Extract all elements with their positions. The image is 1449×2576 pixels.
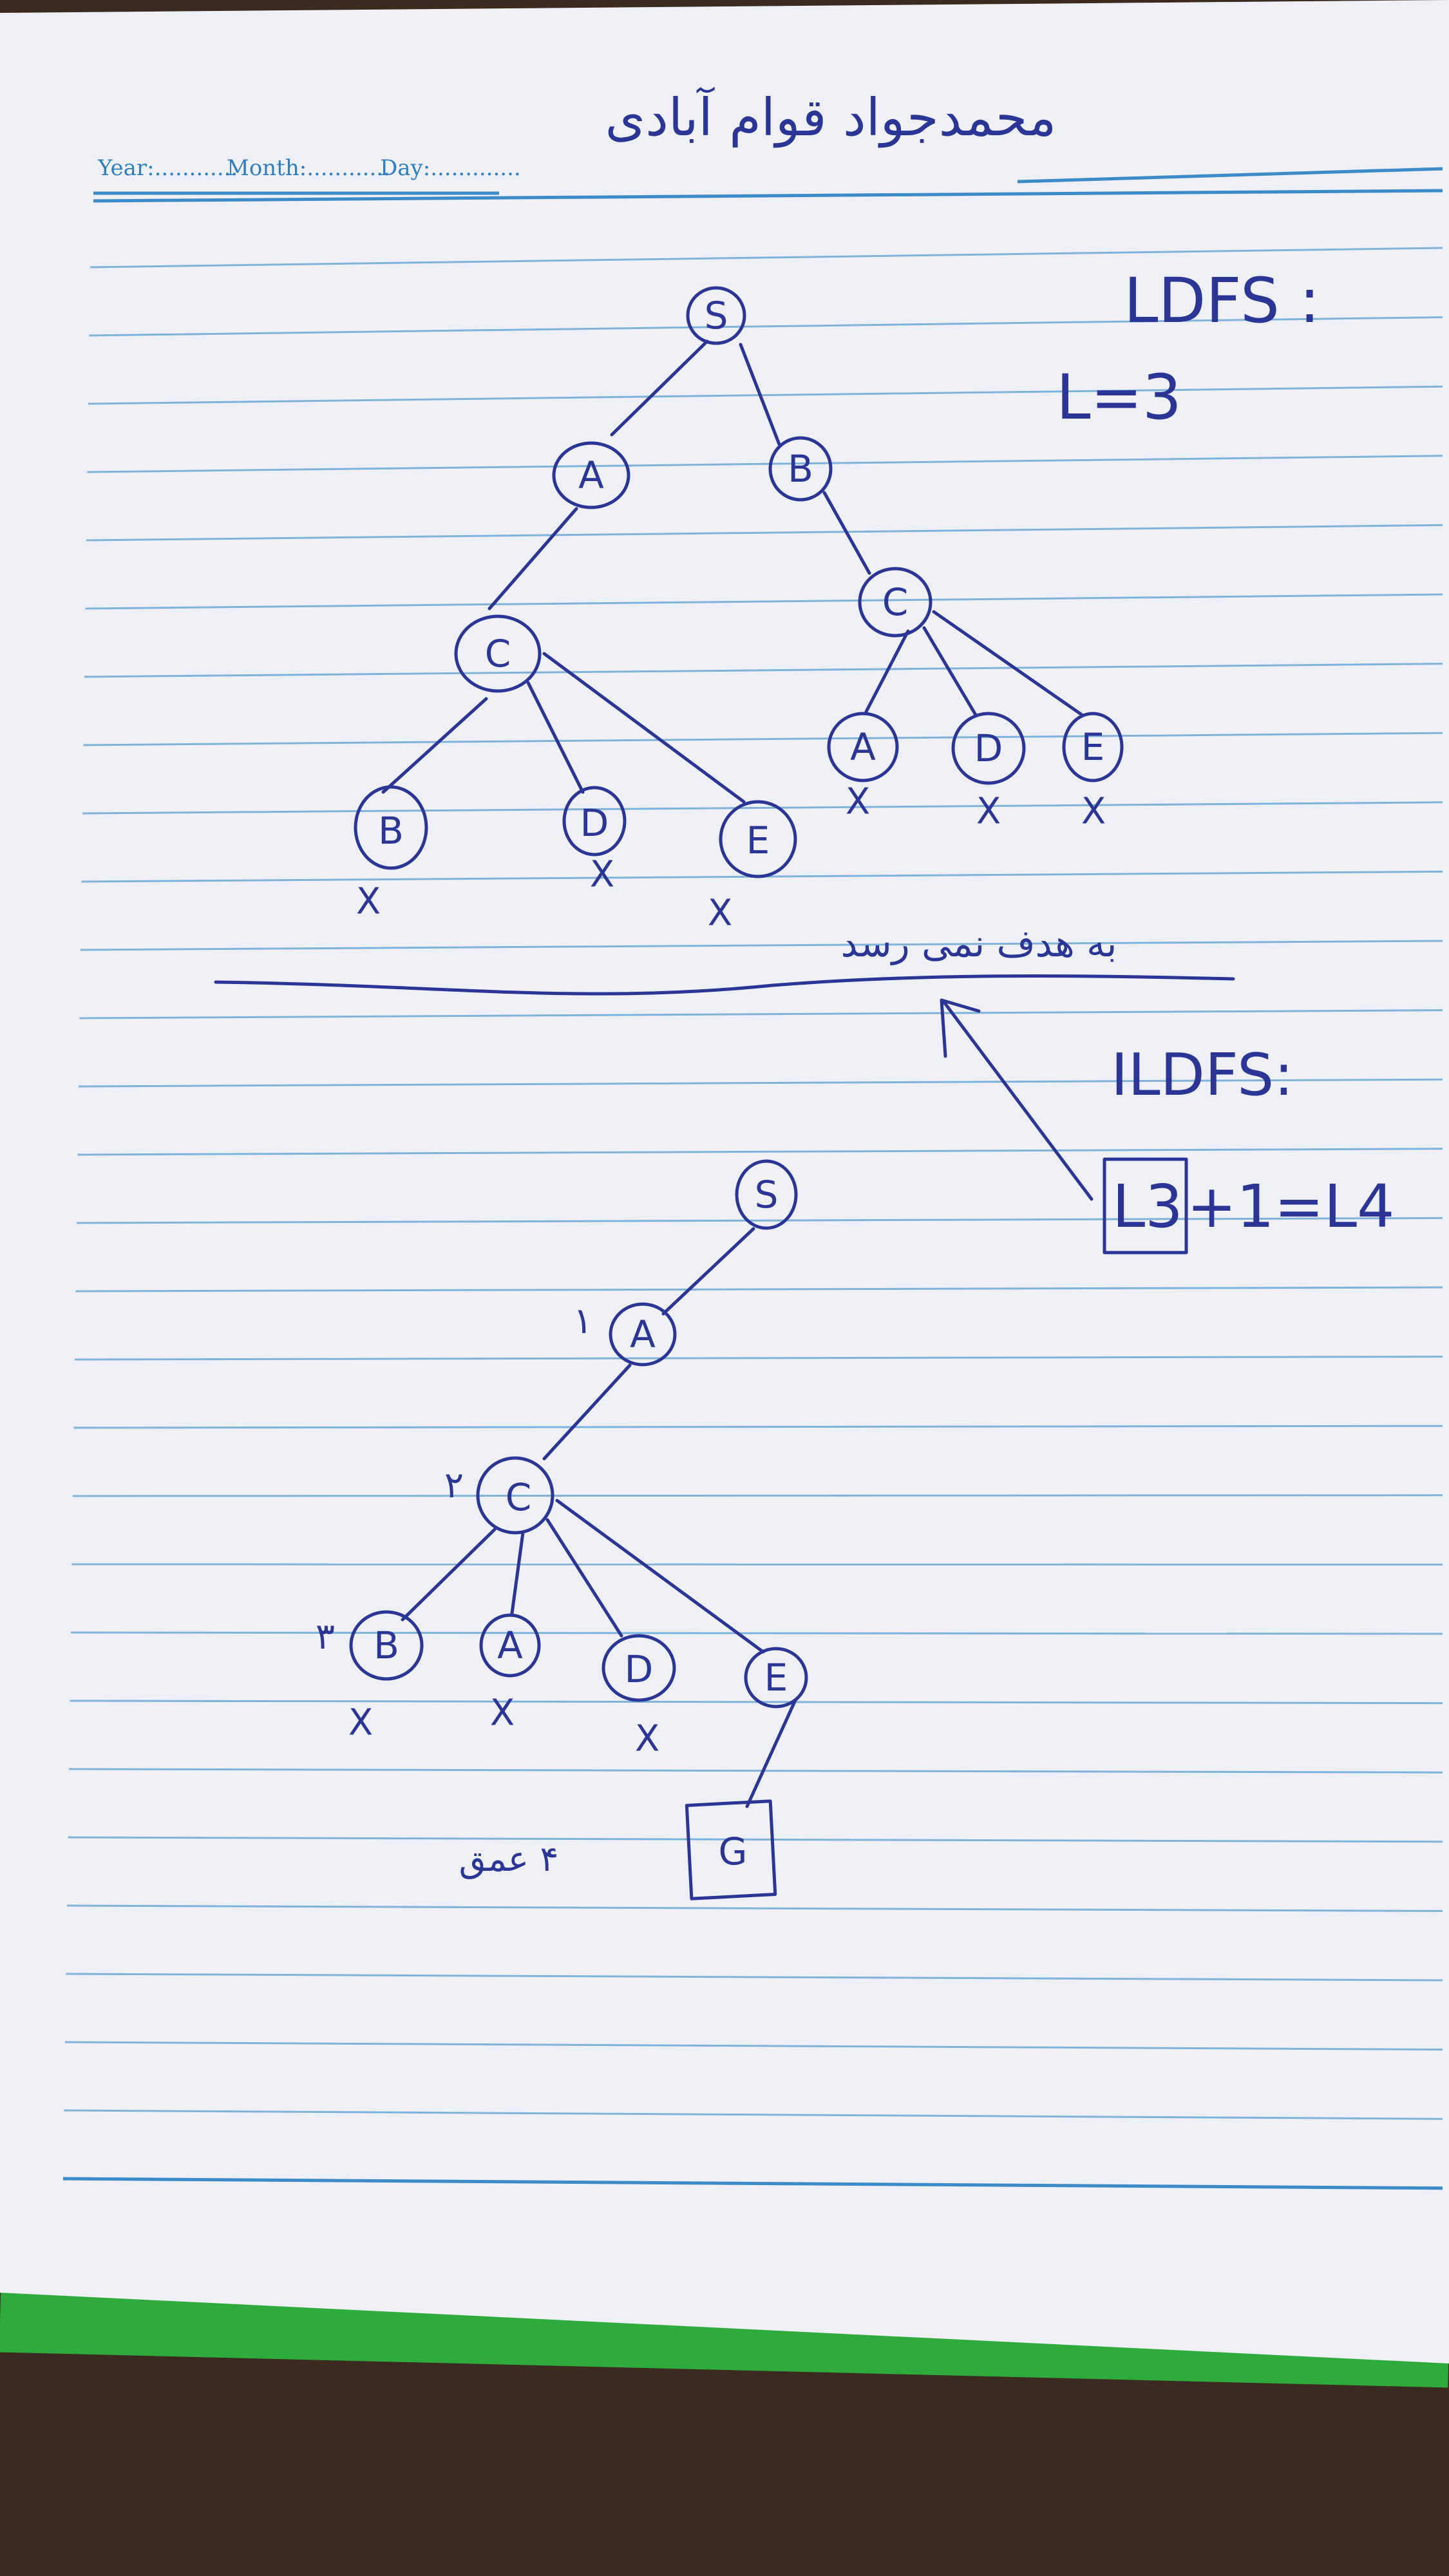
ruled-line (66, 1973, 1443, 1982)
tree2-node-a-leaf: A (497, 1624, 523, 1667)
tree1-node-d-leaf: D (580, 801, 609, 845)
ildfs-formula-boxed: L3 (1112, 1172, 1183, 1241)
ruled-line (62, 2177, 1443, 2190)
author-name: محمدجواد قوام آبادی (605, 86, 1057, 148)
ildfs-tree: S A C B A D E G ١ ٢ ٣ ۴ عمق X X X (316, 1159, 808, 1900)
tree1-fail-mark: X (1081, 791, 1106, 833)
ldfs-tree: S A B C C A D E B D E X X X X X X (354, 286, 1124, 934)
ruled-line (73, 1425, 1443, 1429)
ruled-line (76, 1217, 1443, 1224)
ruled-line (64, 2041, 1443, 2051)
tree1-node-s: S (705, 294, 728, 337)
ldfs-limit: L=3 (1056, 361, 1182, 433)
tree2-node-d: D (625, 1647, 654, 1691)
tree1-node-b: B (788, 447, 813, 491)
ruled-line (70, 1631, 1443, 1635)
tree1-fail-mark: X (976, 791, 1001, 833)
ruled-line (74, 1356, 1443, 1361)
ildfs-formula-rest: +1=L4 (1187, 1172, 1395, 1241)
ruled-line (70, 1700, 1443, 1705)
tree2-node-c: C (506, 1475, 532, 1519)
depth-label-1: ١ (573, 1300, 592, 1342)
arrow (940, 998, 1094, 1201)
tree2-node-g-goal: G (719, 1830, 748, 1873)
ruled-line (89, 316, 1443, 337)
ruled-line (87, 455, 1443, 473)
tree2-node-e: E (764, 1656, 788, 1700)
notebook-page (0, 0, 1449, 2363)
tree1-node-c-right: C (882, 580, 909, 624)
goal-node-box (685, 1799, 777, 1900)
depth-label-2: ٢ (444, 1464, 464, 1506)
tree2-node-b: B (374, 1624, 399, 1667)
depth-label-3: ٣ (316, 1616, 335, 1658)
tree1-node-b-leaf: B (378, 809, 404, 853)
tree2-fail-mark: X (635, 1718, 659, 1760)
ruled-line (68, 1836, 1443, 1843)
ruled-line (90, 247, 1443, 269)
boxed-limit (1103, 1157, 1188, 1255)
year-label: Year:............ (97, 155, 238, 181)
depth-4-label: ۴ عمق (459, 1839, 559, 1880)
page-header: Year:............ Month:............ Day… (93, 86, 1443, 203)
ruled-line (77, 1148, 1443, 1156)
tree2-fail-mark: X (348, 1702, 373, 1744)
day-label: Day:............. (380, 155, 521, 181)
tree1-node-e-child: E (1081, 725, 1105, 769)
ruled-line (78, 1078, 1443, 1088)
ldfs-conclusion: به هدف نمی رسد (841, 922, 1117, 965)
ruled-line (88, 385, 1443, 405)
ruled-lines (62, 247, 1443, 2190)
ruled-line (86, 524, 1443, 542)
tree2-fail-mark: X (490, 1692, 515, 1734)
tree1-node-a: A (578, 453, 604, 497)
ldfs-title: LDFS : (1124, 265, 1320, 337)
tree1-node-e-leaf: E (746, 819, 770, 862)
ildfs-title: ILDFS: (1111, 1041, 1294, 1109)
ruled-line (72, 1494, 1443, 1497)
ruled-line (64, 2109, 1443, 2120)
tree1-fail-mark: X (708, 893, 732, 934)
ruled-line (84, 663, 1443, 678)
tree2-node-a: A (630, 1312, 656, 1356)
tree1-node-c-left: C (485, 632, 511, 676)
ruled-line (80, 940, 1443, 951)
month-label: Month:............ (227, 155, 390, 181)
ruled-line (82, 801, 1443, 815)
ruled-line (75, 1286, 1443, 1293)
section-divider (214, 974, 1235, 996)
tree1-fail-mark: X (356, 881, 381, 923)
ruled-line (66, 1904, 1443, 1912)
tree1-fail-mark: X (846, 781, 870, 823)
tree1-fail-mark: X (590, 854, 614, 896)
tree1-node-d-child: D (974, 726, 1003, 770)
ruled-line (68, 1768, 1443, 1774)
ruled-line (85, 593, 1443, 610)
tree1-node-a-child: A (850, 725, 876, 769)
tree2-node-s: S (755, 1173, 779, 1217)
ruled-line (79, 1009, 1443, 1019)
ruled-line (83, 732, 1443, 746)
